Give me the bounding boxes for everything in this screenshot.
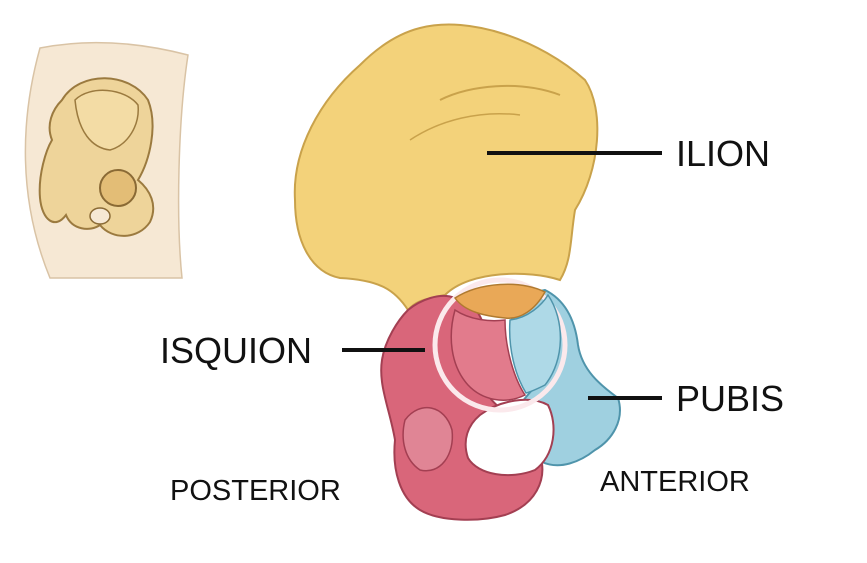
acetabulum-ilion-part (453, 283, 547, 319)
acetabulum-rim (432, 277, 568, 413)
acetabulum (432, 277, 568, 413)
label-anterior: ANTERIOR (600, 466, 750, 498)
inset-body-figure (24, 41, 189, 279)
acetabulum-pubis-part (508, 293, 562, 394)
label-posterior: POSTERIOR (170, 475, 341, 507)
inset-obturator-foramen (89, 207, 111, 225)
ilion-region (293, 23, 599, 312)
label-ilion: ILION (676, 133, 771, 174)
inset-ilium-wing (74, 89, 139, 151)
obturator-foramen (464, 398, 555, 477)
label-pubis: PUBIS (676, 378, 785, 419)
inset-acetabulum (99, 169, 137, 207)
acetabulum-isquion-part (450, 308, 527, 401)
ilion-crest-line (439, 84, 561, 101)
label-isquion: ISQUION (160, 330, 313, 371)
hip-bone (293, 23, 621, 521)
isquion-tuberosity (402, 406, 454, 472)
ilion-gluteal-line (409, 112, 521, 141)
